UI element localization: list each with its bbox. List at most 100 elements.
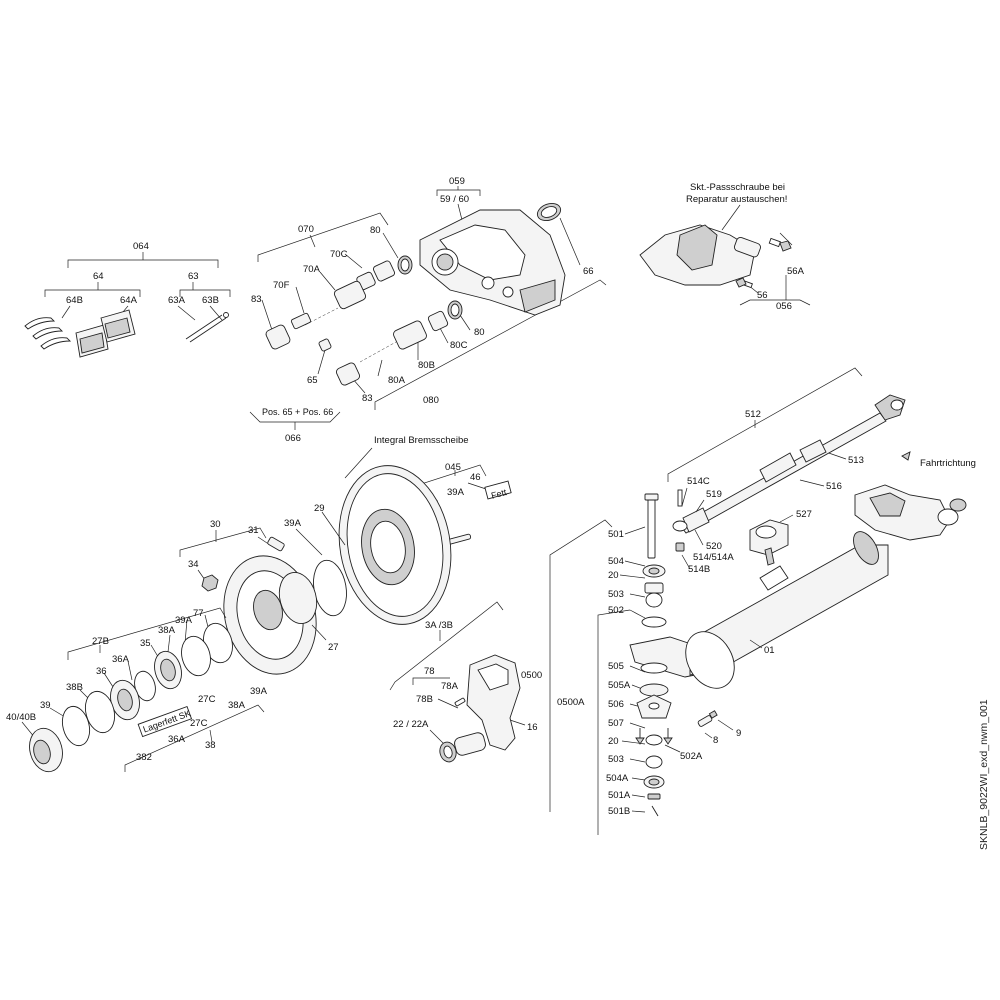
label-78: 78: [424, 666, 435, 677]
label-39A-mid: 39A: [175, 615, 193, 626]
label-501: 501: [608, 529, 624, 540]
label-80C: 80C: [450, 340, 468, 351]
label-36A-top: 36A: [112, 654, 130, 665]
label-56: 56: [757, 290, 768, 301]
label-045: 045: [445, 462, 461, 473]
label-504: 504: [608, 556, 624, 567]
bearing-group: 77 39A 27B 35 38A 36 36A 38B 39 40/40B 3…: [6, 607, 268, 773]
label-064: 064: [133, 241, 149, 252]
label-501A: 501A: [608, 790, 631, 801]
label-80-mid: 80: [474, 327, 485, 338]
label-8: 8: [713, 735, 718, 746]
label-39: 39: [40, 700, 51, 711]
note-grease-1: Fett: [490, 487, 508, 501]
label-30: 30: [210, 519, 221, 530]
label-20-top: 20: [608, 570, 619, 581]
label-38B: 38B: [66, 682, 83, 693]
label-505: 505: [608, 661, 624, 672]
label-20-bot: 20: [608, 736, 619, 747]
axle-group: 512 513 516 514C 519 520 514/514A 514B 5…: [667, 367, 976, 689]
label-36A-bot: 36A: [168, 734, 186, 745]
label-3A-3B: 3A /3B: [425, 620, 453, 631]
label-38: 38: [205, 740, 216, 751]
label-63B: 63B: [202, 295, 219, 306]
label-502: 502: [608, 605, 624, 616]
label-503-top: 503: [608, 589, 624, 600]
caliper-group: 070 80 70C 70A 70F 83 65 80A 80B 80C 80 …: [249, 176, 607, 444]
label-505A: 505A: [608, 680, 631, 691]
note-direction: Fahrtrichtung: [920, 458, 976, 469]
note-screw-line2: Reparatur austauschen!: [686, 194, 787, 205]
label-506: 506: [608, 699, 624, 710]
label-38A-low: 38A: [228, 700, 246, 711]
label-80B: 80B: [418, 360, 435, 371]
drawing-code: SKNLB_9022WI_exd_nwm_001: [978, 699, 990, 850]
label-63: 63: [188, 271, 199, 282]
label-77: 77: [193, 608, 204, 619]
label-502A: 502A: [680, 751, 703, 762]
label-35: 35: [140, 638, 151, 649]
label-16: 16: [527, 722, 538, 733]
label-501B: 501B: [608, 806, 630, 817]
label-22-22A: 22 / 22A: [393, 719, 429, 730]
label-63A: 63A: [168, 295, 186, 306]
label-503-bot: 503: [608, 754, 624, 765]
note-pos-combo: Pos. 65 + Pos. 66: [262, 407, 333, 417]
label-514-514A: 514/514A: [693, 552, 734, 563]
label-56A: 56A: [787, 266, 805, 277]
label-80A: 80A: [388, 375, 406, 386]
label-520: 520: [706, 541, 722, 552]
label-39A-hub: 39A: [284, 518, 302, 529]
label-36: 36: [96, 666, 107, 677]
label-0500: 0500: [521, 670, 542, 681]
label-27B: 27B: [92, 636, 109, 647]
label-64B: 64B: [66, 295, 83, 306]
label-66: 66: [583, 266, 594, 277]
label-527: 527: [796, 509, 812, 520]
label-9: 9: [736, 728, 741, 739]
label-070: 070: [298, 224, 314, 235]
label-519: 519: [706, 489, 722, 500]
brake-pad-group: 064 64 63 64B 64A 63A 63B: [24, 241, 231, 358]
label-34: 34: [188, 559, 199, 570]
knuckle-group: 3A /3B 78 78A 78B 22 / 22A 16: [389, 601, 538, 763]
label-64A: 64A: [120, 295, 138, 306]
label-513: 513: [848, 455, 864, 466]
label-27C-bot: 27C: [190, 718, 208, 729]
label-78B: 78B: [416, 694, 433, 705]
label-056: 056: [776, 301, 792, 312]
label-066: 066: [285, 433, 301, 444]
label-0500A: 0500A: [557, 697, 585, 708]
label-382: 382: [136, 752, 152, 763]
note-screw-line1: Skt.-Passschraube bei: [690, 182, 785, 193]
label-507: 507: [608, 718, 624, 729]
label-78A: 78A: [441, 681, 459, 692]
label-29: 29: [314, 503, 325, 514]
label-059: 059: [449, 176, 465, 187]
brake-disc-hub-group: Integral Bremsscheibe 045 46 39A 45 Fett…: [179, 435, 512, 675]
label-80-top: 80: [370, 225, 381, 236]
label-31: 31: [248, 525, 259, 536]
label-27C-top: 27C: [198, 694, 216, 705]
label-40-40B: 40/40B: [6, 712, 36, 723]
label-59-60: 59 / 60: [440, 194, 469, 205]
label-514C: 514C: [687, 476, 710, 487]
label-080: 080: [423, 395, 439, 406]
kingpin-group: 0500 0500A 501 504 20 503 502 505 505A 5…: [521, 493, 741, 835]
label-46: 46: [470, 472, 481, 483]
label-516: 516: [826, 481, 842, 492]
label-70C: 70C: [330, 249, 348, 260]
label-83-top: 83: [251, 294, 262, 305]
label-83-bot: 83: [362, 393, 373, 404]
label-39A-low: 39A: [250, 686, 268, 697]
screw-detail-group: Skt.-Passschraube bei Reparatur austausc…: [639, 182, 811, 312]
label-27: 27: [328, 642, 339, 653]
label-01: 01: [764, 645, 775, 656]
label-70F: 70F: [273, 280, 290, 291]
label-65: 65: [307, 375, 318, 386]
label-39A-disc: 39A: [447, 487, 465, 498]
label-504A: 504A: [606, 773, 629, 784]
label-512: 512: [745, 409, 761, 420]
label-64: 64: [93, 271, 104, 282]
